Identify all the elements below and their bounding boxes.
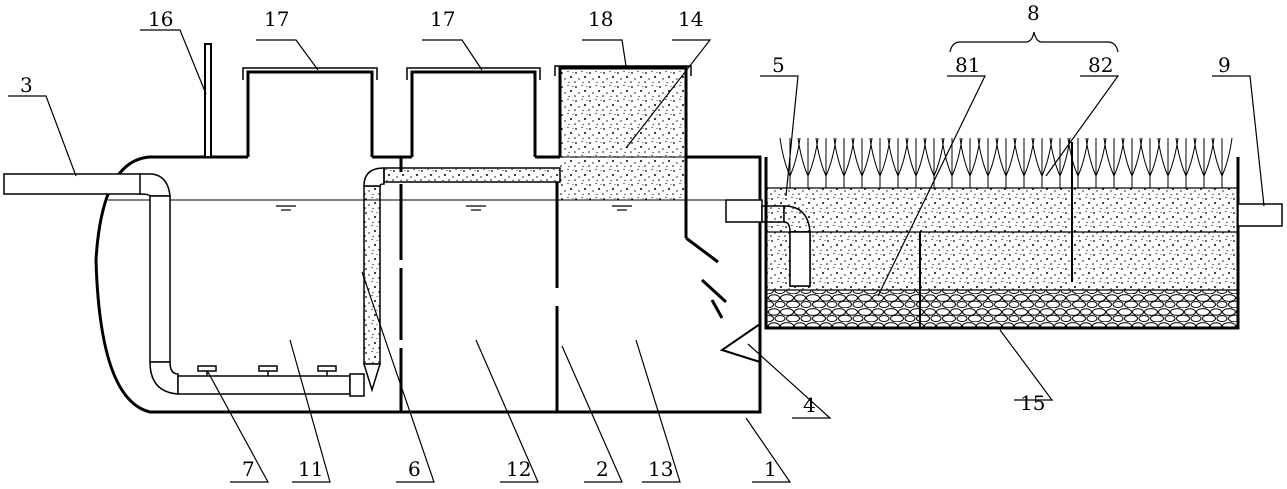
reed-plant <box>869 137 891 188</box>
reed-plant <box>1031 137 1053 188</box>
water-level-symbols <box>276 205 632 211</box>
reed-plant <box>833 137 855 188</box>
leader-lines <box>8 29 1265 483</box>
label-14: 14 <box>678 7 703 31</box>
reed-plant <box>905 137 927 188</box>
label-5: 5 <box>772 53 785 77</box>
reed-plant <box>797 137 819 188</box>
reed-plant <box>815 137 837 188</box>
reed-plant <box>941 137 963 188</box>
manhole-cover-left <box>242 67 378 157</box>
reed-plant <box>851 137 873 188</box>
reed-plant <box>1139 137 1161 188</box>
wetland-plants <box>779 137 1233 188</box>
reed-plant <box>1013 137 1035 188</box>
reed-plant <box>1193 137 1215 188</box>
deflector-cone <box>719 323 761 363</box>
reed-plant <box>1157 137 1179 188</box>
label-1: 1 <box>764 457 777 481</box>
reed-plant <box>1049 137 1071 188</box>
final-outlet-pipe <box>1237 203 1283 227</box>
label-9: 9 <box>1218 53 1231 77</box>
vent-pipe <box>204 43 212 158</box>
inlet-pipe <box>3 173 365 397</box>
reed-plant <box>959 137 981 188</box>
label-3: 3 <box>20 73 33 97</box>
label-82: 82 <box>1088 53 1113 77</box>
reed-plant <box>1067 137 1089 188</box>
label-18: 18 <box>588 7 613 31</box>
reed-plant <box>1175 137 1197 188</box>
reed-plant <box>1085 137 1107 188</box>
reed-plant <box>1121 137 1143 188</box>
reed-plant <box>977 137 999 188</box>
label-13: 13 <box>648 457 673 481</box>
reed-plant <box>1103 137 1125 188</box>
label-16: 16 <box>148 7 173 31</box>
label-4: 4 <box>803 393 816 417</box>
label-8: 8 <box>1027 1 1040 25</box>
aerator-heads <box>197 365 337 376</box>
reed-plant <box>995 137 1017 188</box>
partition-walls <box>399 157 728 412</box>
label-2: 2 <box>596 457 609 481</box>
manhole-cover-middle <box>406 67 541 157</box>
filter-media-column <box>554 65 692 201</box>
label-81: 81 <box>955 53 980 77</box>
label-17-left: 17 <box>264 7 289 31</box>
label-6: 6 <box>408 457 421 481</box>
reed-plant <box>779 137 801 188</box>
wetland-bed <box>764 142 1240 330</box>
label-7: 7 <box>242 457 255 481</box>
reed-plant <box>1211 137 1233 188</box>
label-11: 11 <box>298 457 323 481</box>
return-riser-pipe <box>362 167 561 393</box>
label-17-middle: 17 <box>430 7 455 31</box>
label-12: 12 <box>506 457 531 481</box>
labels: 3 16 17 17 18 14 5 8 81 82 9 4 15 1 13 2… <box>20 1 1231 481</box>
reed-plant <box>887 137 909 188</box>
label-15: 15 <box>1020 391 1045 415</box>
